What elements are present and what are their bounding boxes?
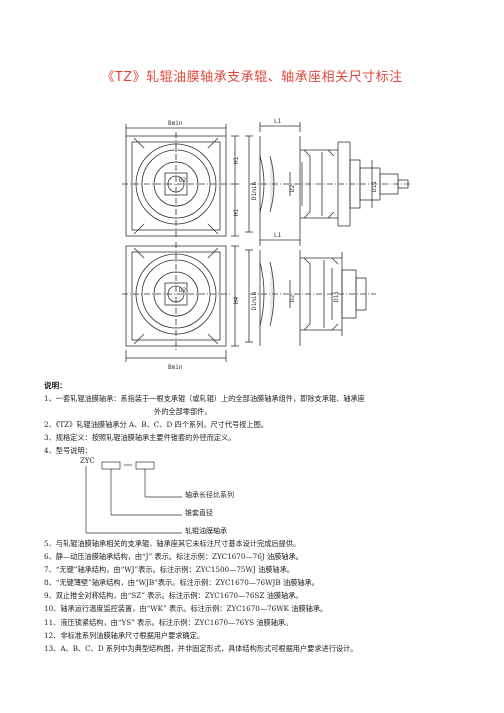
model-label-bearing: 轧辊油膜轴承 xyxy=(185,527,227,535)
note-item: 6、静—动压油膜轴承结构，由“J” 表示。标注示例：ZYC1670—76J 油膜… xyxy=(44,552,303,562)
label-dmin-bottom: D1min xyxy=(251,292,258,310)
note-item: 3、规格定义：按照轧辊油膜轴承主要件锥套的外径而定义。 xyxy=(44,433,236,443)
notes-section-continued: 5、与轧辊油膜轴承相关的支承辊、轴承座其它未标注尺寸基本设计完成后提供。 6、静… xyxy=(44,537,489,655)
label-dmin-top: D1min xyxy=(251,182,258,200)
label-h-top: H1 xyxy=(233,156,240,164)
chock-front-bottom xyxy=(122,242,239,362)
model-leader-lines xyxy=(85,461,182,534)
label-bmin-bottom: Bmin xyxy=(168,364,183,371)
label-d11-top: D11 xyxy=(371,181,378,192)
label-l-top: L1 xyxy=(274,118,282,125)
note-item: 8、“无键薄壁”轴承结构，由“WJB”表示。标注示例：ZYC1670—76WJB… xyxy=(44,578,319,588)
label-l-mid: L1 xyxy=(274,232,282,239)
note-item: 外的全部零部件。 xyxy=(154,407,212,417)
page-title: 《TZ》轧辊油膜轴承支承辊、轴承座相关尺寸标注 xyxy=(101,70,403,85)
label-d2-bottom: D2 xyxy=(289,294,296,302)
label-d11-bottom: D11 xyxy=(333,291,340,302)
label-center-bottom: D2 xyxy=(179,287,187,294)
model-prefix: ZYC xyxy=(80,457,95,465)
label-bmin-top: Bmin xyxy=(168,120,183,127)
note-item: 9、双止推全对称结构，由“SZ” 表示。标注示例：ZYC1670—76SZ 油膜… xyxy=(44,591,303,601)
note-item: 5、与轧辊油膜轴承相关的支承辊、轴承座其它未标注尺寸基本设计完成后提供。 xyxy=(44,539,301,548)
note-item: 12、非标准系列油膜轴承尺寸根据用户要求确定。 xyxy=(44,630,205,640)
note-item: 7、“无键”轴承结构，由“WJ”表示。标注示例：ZYC1500—75WJ 油膜轴… xyxy=(44,565,294,575)
label-h-mid: H1 xyxy=(233,208,240,216)
note-item: 1、一套轧辊油膜轴承：系指装于一根支承辊（或轧辊）上的全部油膜轴承组件，即除支承… xyxy=(44,394,365,404)
notes-section: 说明： 1、一套轧辊油膜轴承：系指装于一根支承辊（或轧辊）上的全部油膜轴承组件，… xyxy=(44,379,484,458)
note-item: 11、液压锁紧结构，由“YS” 表示。标注示例：ZYC1670—76YS 油膜轴… xyxy=(44,617,293,627)
note-item: 2、《TZ》轧辊油膜轴承分 A、B、C、D 四个系列，尺寸代号按上图。 xyxy=(44,420,268,430)
bearing-drawing: Bmin Bmin H1 H1 H4 L1 L1 D1min D1min D2 … xyxy=(122,118,412,371)
chock-section-bottom xyxy=(245,236,376,346)
model-label-diameter: 锥套直径 xyxy=(185,509,213,517)
notes-heading: 说明： xyxy=(44,381,67,390)
model-label-series: 轴承长径比系列 xyxy=(185,491,234,499)
note-item: 10、轴承运行温度监控装置，由“WK” 表示。标注示例：ZYC1670—76WK… xyxy=(44,604,328,614)
label-h-low: H4 xyxy=(233,296,240,304)
note-item: 13、A、B、C、D 系列中为典型结构图，并非固定形式，具体结构形式可根据用户要… xyxy=(44,643,358,653)
chock-section-top xyxy=(245,122,412,236)
label-d2-top: D2 xyxy=(289,184,296,192)
chock-front-top xyxy=(122,124,239,238)
model-designation: ZYC 轴承长径比系列 锥套直径 轧辊油膜轴承 xyxy=(44,457,344,537)
label-center-top: D2 xyxy=(179,177,187,184)
note-item: 4、型号说明： xyxy=(44,446,92,456)
